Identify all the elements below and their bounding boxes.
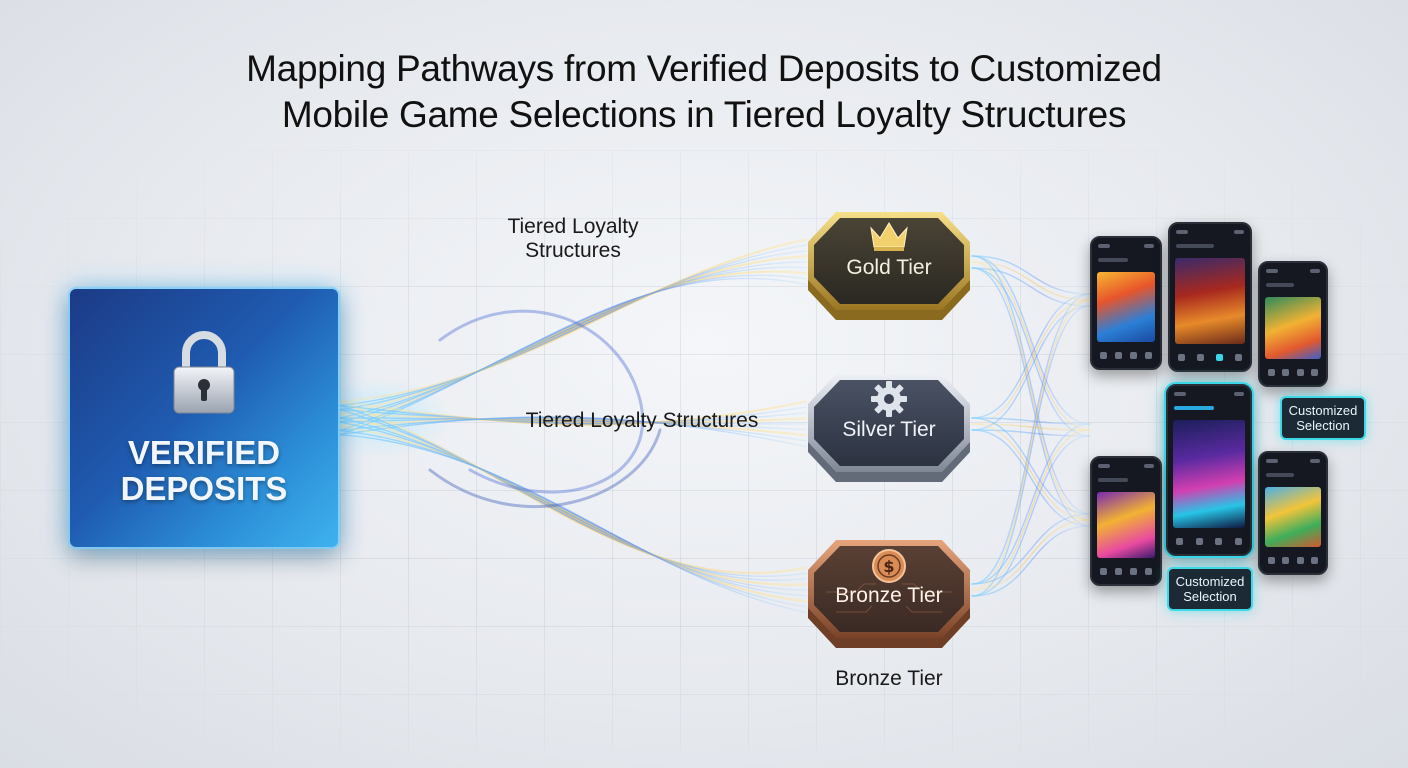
output-flow-line [971, 417, 1091, 425]
source-line-2: DEPOSITS [120, 470, 288, 507]
output-flow-line [971, 435, 1091, 597]
output-flow-line [971, 519, 1091, 591]
silver-tier-label: Silver Tier [842, 418, 936, 441]
game-art-3 [1265, 297, 1321, 359]
silver-tier-badge: Silver Tier [806, 366, 972, 486]
crown-icon [870, 222, 908, 251]
swirl-line [428, 428, 662, 508]
bronze-tier-caption: Bronze Tier [835, 667, 943, 690]
customized-selection-badge-2: Customized Selection [1167, 567, 1253, 611]
game-phone-4 [1166, 384, 1252, 556]
output-flow-line [971, 299, 1091, 591]
flow-line [339, 261, 807, 419]
game-art-6 [1265, 487, 1321, 547]
game-phone-1 [1090, 236, 1162, 370]
game-phone-6 [1258, 451, 1328, 575]
gear-icon [871, 381, 907, 417]
output-flow-line [971, 305, 1091, 431]
flow-label-top-line-2: Structures [525, 239, 621, 262]
output-flow-line [971, 267, 1091, 527]
output-flow-line [971, 429, 1091, 591]
flow-label-middle: Tiered Loyalty Structures [525, 409, 759, 432]
flow-line [338, 425, 808, 603]
flow-line [338, 270, 808, 428]
flow-line [339, 416, 807, 448]
flow-line [339, 277, 807, 436]
verified-deposits-label: VERIFIED DEPOSITS [70, 435, 338, 507]
flow-line [339, 434, 807, 614]
output-flow-line [971, 429, 1091, 527]
output-flow-line [971, 255, 1091, 425]
flow-line [338, 417, 808, 437]
flow-line [338, 400, 808, 426]
output-flow-line [971, 525, 1091, 597]
bronze-tier-label: Bronze Tier [835, 584, 943, 607]
output-flow-line [971, 299, 1091, 425]
output-flow-line [971, 261, 1091, 431]
source-line-1: VERIFIED [127, 434, 281, 471]
flow-label-top-line-1: Tiered Loyalty [507, 215, 639, 238]
output-flow-line [971, 261, 1091, 521]
flow-line [339, 417, 807, 442]
swirl-line [438, 309, 644, 494]
output-flow-line [971, 513, 1091, 585]
flow-line [338, 255, 808, 415]
game-art-1 [1097, 272, 1155, 342]
game-art-5 [1097, 492, 1155, 558]
flow-line [339, 274, 807, 432]
output-flow-line [971, 293, 1091, 419]
page-title: Mapping Pathways from Verified Deposits … [0, 46, 1408, 138]
flow-line [339, 244, 807, 407]
game-art-2 [1175, 258, 1245, 344]
svg-text:$: $ [883, 557, 894, 576]
title-line-1: Mapping Pathways from Verified Deposits … [246, 48, 1162, 89]
flow-label-top: Tiered Loyalty Structures [488, 215, 658, 263]
output-flow-line [971, 423, 1091, 521]
flow-line [339, 417, 807, 425]
output-flow-line [971, 267, 1091, 437]
game-phone-2 [1168, 222, 1252, 372]
flow-line [339, 408, 807, 581]
game-art-4 [1173, 420, 1245, 528]
output-flow-line [971, 293, 1091, 585]
flow-line [338, 412, 808, 586]
output-flow-line [971, 255, 1091, 295]
flow-line [339, 404, 807, 425]
gold-tier-label: Gold Tier [846, 256, 932, 279]
flow-line [338, 400, 808, 574]
verified-deposits-card: VERIFIED DEPOSITS [70, 289, 338, 547]
output-flow-line [971, 417, 1091, 515]
game-phone-5 [1090, 456, 1162, 586]
bronze-tier-badge: $ Bronze Tier [806, 532, 972, 652]
flow-line [338, 238, 808, 403]
flow-line [339, 404, 807, 578]
output-flow-line [971, 255, 1091, 515]
flow-line [339, 429, 807, 608]
output-flow-line [971, 423, 1091, 585]
game-phone-3 [1258, 261, 1328, 387]
padlock-icon [173, 331, 235, 414]
title-line-2: Mobile Game Selections in Tiered Loyalty… [281, 94, 1127, 135]
gold-tier-badge: Gold Tier [806, 204, 972, 324]
customized-selection-badge-1: Customized Selection [1280, 396, 1366, 440]
output-flow-line [971, 305, 1091, 597]
coin-icon: $ [872, 549, 906, 583]
flow-line [338, 412, 808, 424]
flow-line [339, 417, 807, 591]
